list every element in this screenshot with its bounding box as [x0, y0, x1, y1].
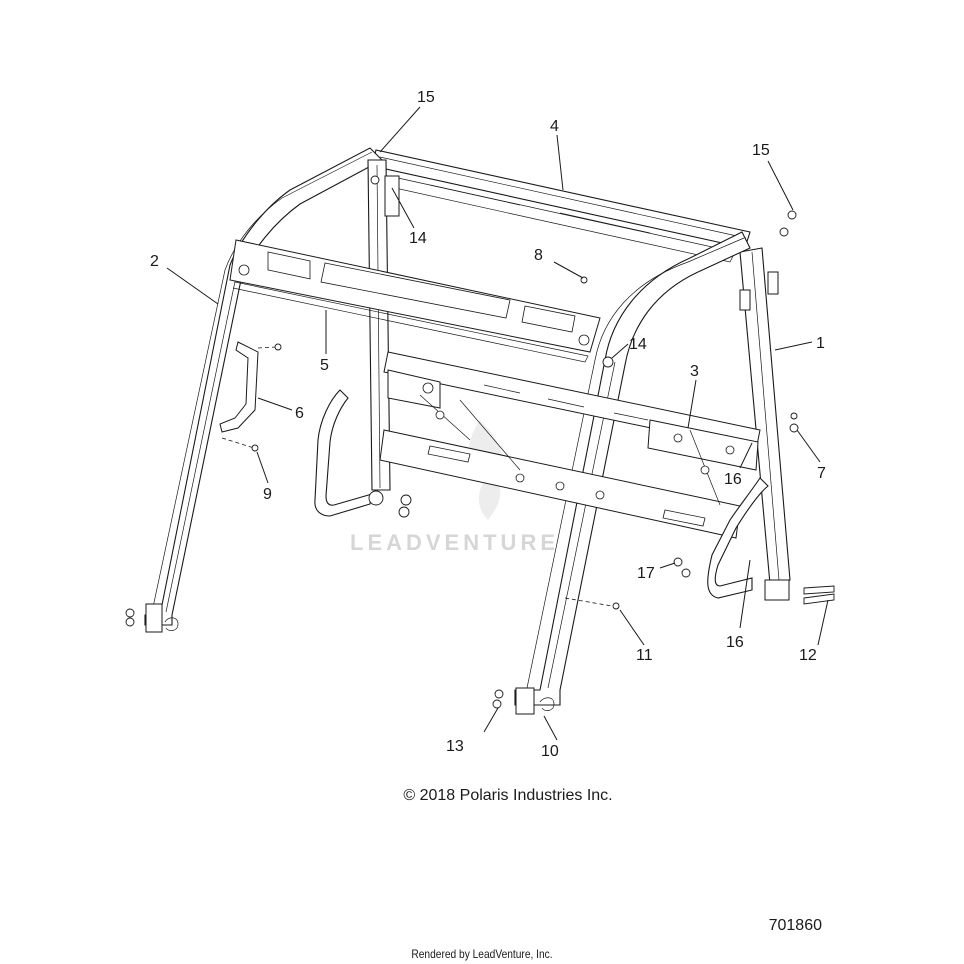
- callout-15-left: 15: [417, 89, 435, 106]
- part-5-front-cross-panel: [229, 239, 601, 363]
- part-4-rear-top-tube: [371, 149, 751, 263]
- copyright-text: © 2018 Polaris Industries Inc.: [403, 787, 613, 804]
- render-credit: Rendered by LeadVenture, Inc.: [411, 947, 553, 961]
- front-right-roll-bar: [514, 231, 751, 715]
- callout-9: 9: [263, 486, 272, 503]
- callout-16-upper: 16: [724, 471, 742, 488]
- callout-13: 13: [446, 738, 464, 755]
- callout-1: 1: [816, 335, 825, 352]
- callout-labels: 1 2 3 4 5 6 7 8 9 10 11 12 13 14 14 15 1…: [150, 89, 826, 760]
- part-2-left-roll-bar: [144, 147, 383, 633]
- callout-8: 8: [534, 247, 543, 264]
- part-3-rear-bracket-panel: [383, 351, 761, 471]
- callout-5: 5: [320, 357, 329, 374]
- callout-10: 10: [541, 743, 559, 760]
- part-1-right-roll-bar: [739, 247, 791, 601]
- callout-15-right: 15: [752, 142, 770, 159]
- callout-11: 11: [636, 647, 653, 664]
- left-rear-post: [367, 159, 400, 491]
- diagram-part-number: 701860: [768, 917, 822, 934]
- callout-12: 12: [799, 647, 817, 664]
- callout-2: 2: [150, 253, 159, 270]
- callout-7: 7: [817, 465, 826, 482]
- callout-14-left: 14: [409, 230, 427, 247]
- callout-14-right: 14: [629, 336, 647, 353]
- part-6-handle-bracket: [219, 341, 277, 449]
- left-grab-handle: [314, 389, 384, 517]
- callout-6: 6: [295, 405, 304, 422]
- hardware-fasteners: [125, 175, 835, 711]
- callout-16-lower: 16: [726, 634, 744, 651]
- leader-lines: [166, 106, 829, 741]
- callout-17: 17: [637, 565, 655, 582]
- lower-rear-frame-rail: [379, 394, 741, 539]
- watermark-text: LEADVENTURE: [350, 530, 560, 555]
- callout-3: 3: [690, 363, 699, 380]
- right-grab-handle: [707, 477, 769, 599]
- callout-4: 4: [550, 118, 559, 135]
